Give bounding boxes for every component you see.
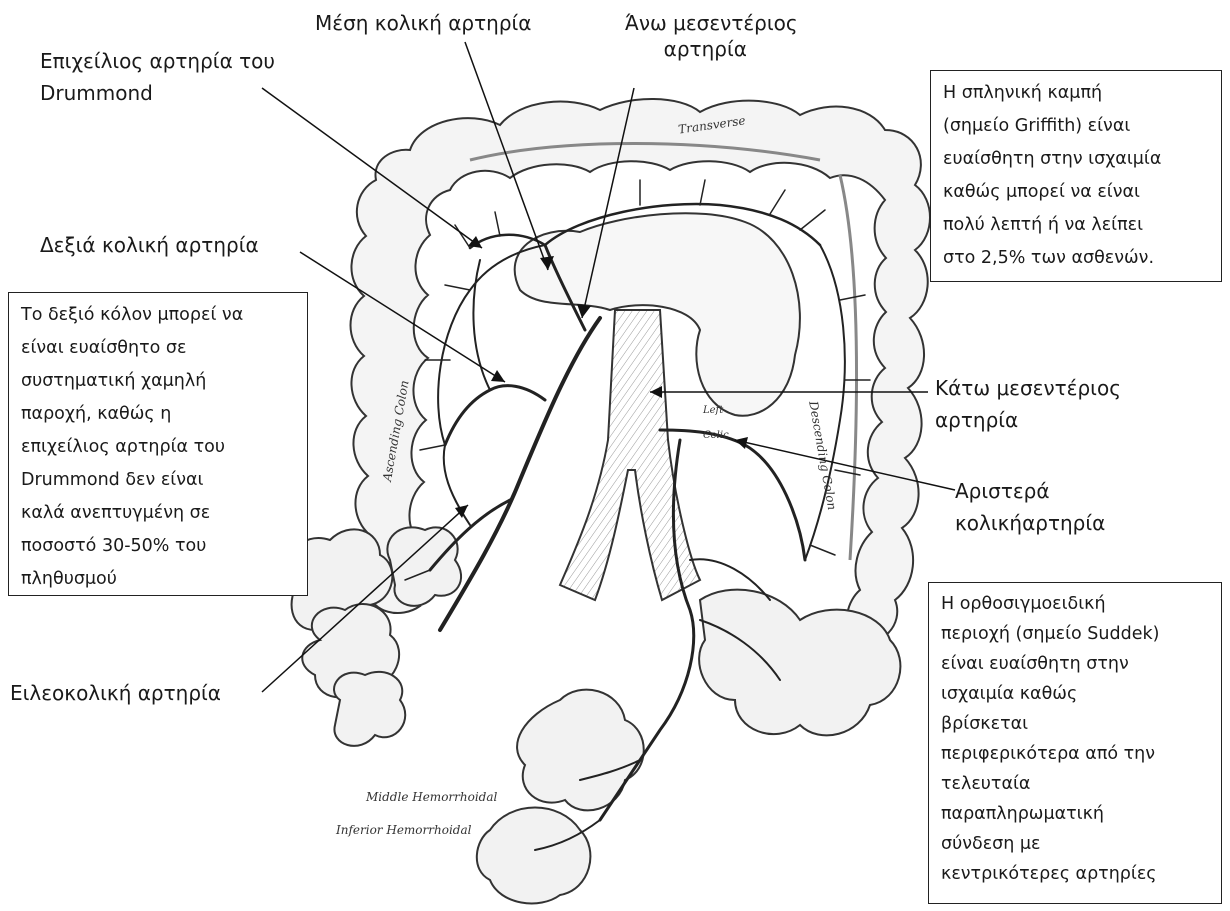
note-sudeck-line: τελευταία	[941, 769, 1211, 799]
label-left-colic-artery: Αριστερά κολικήαρτηρία	[955, 478, 1105, 536]
label-drummond-line-2: Drummond	[40, 80, 275, 106]
note-right-colon-line: ποσοστό 30-50% του	[21, 530, 297, 563]
figure-label-inferior-hemorrhoidal: Inferior Hemorrhoidal	[336, 823, 471, 837]
small-intestine	[292, 527, 462, 746]
note-griffith-line: ευαίσθητη στην ισχαιμία	[943, 143, 1211, 176]
note-griffith-line: στο 2,5% των ασθενών.	[943, 242, 1211, 275]
note-right-colon-line: καλά ανεπτυγμένη σε	[21, 497, 297, 530]
note-griffith-line: (σημείο Griffith) είναι	[943, 110, 1211, 143]
note-sudeck-line: περιοχή (σημείο Suddek)	[941, 619, 1211, 649]
note-right-colon: Το δεξιό κόλον μπορεί να είναι ευαίσθητο…	[8, 292, 308, 596]
descending-tenia	[840, 175, 857, 560]
note-right-colon-line: συστηματική χαμηλή	[21, 365, 297, 398]
note-griffith-point: Η σπληνική καμπή (σημείο Griffith) είναι…	[930, 70, 1222, 282]
label-left-colic-line-2: κολικήαρτηρία	[955, 510, 1105, 536]
note-sudeck-line: Η ορθοσιγμοειδική	[941, 589, 1211, 619]
note-sudeck-line: σύνδεση με	[941, 829, 1211, 859]
label-inferior-mesenteric-artery: Κάτω μεσεντέριος αρτηρία	[935, 375, 1121, 433]
label-left-colic-line-1: Αριστερά	[955, 478, 1105, 504]
label-right-colic-artery: Δεξιά κολική αρτηρία	[40, 232, 259, 258]
label-ileocolic-artery: Ειλεοκολική αρτηρία	[10, 680, 221, 706]
note-sudeck-line: είναι ευαίσθητη στην	[941, 649, 1211, 679]
label-middle-colic-artery: Μέση κολική αρτηρία	[315, 10, 531, 36]
note-sudeck-line: βρίσκεται	[941, 709, 1211, 739]
note-sudeck-line: παραπληρωματική	[941, 799, 1211, 829]
label-superior-mesenteric-line-1: Άνω μεσεντέριος	[625, 10, 798, 36]
note-griffith-line: Η σπληνική καμπή	[943, 77, 1211, 110]
note-right-colon-line: Drummond δεν είναι	[21, 464, 297, 497]
note-right-colon-line: πληθυσμού	[21, 563, 297, 596]
label-superior-mesenteric-line-2: αρτηρία	[613, 36, 798, 62]
figure-label-middle-hemorrhoidal: Middle Hemorrhoidal	[366, 790, 497, 804]
label-drummond-line-1: Επιχείλιος αρτηρία του	[40, 48, 275, 74]
figure-label-left: Left	[703, 405, 723, 416]
note-griffith-line: πολύ λεπτή ή να λείπει	[943, 209, 1211, 242]
note-sudeck-line: ισχαιμία καθώς	[941, 679, 1211, 709]
note-sudeck-point: Η ορθοσιγμοειδική περιοχή (σημείο Suddek…	[928, 582, 1222, 904]
note-griffith-line: καθώς μπορεί να είναι	[943, 176, 1211, 209]
label-inferior-mesenteric-line-1: Κάτω μεσεντέριος	[935, 375, 1121, 401]
label-superior-mesenteric-artery: Άνω μεσεντέριος αρτηρία	[625, 10, 798, 62]
note-right-colon-line: είναι ευαίσθητο σε	[21, 332, 297, 365]
sigmoid-rectum	[477, 590, 901, 904]
label-drummond-artery: Επιχείλιος αρτηρία του Drummond	[40, 48, 275, 106]
note-sudeck-line: κεντρικότερες αρτηρίες	[941, 859, 1211, 889]
note-right-colon-line: επιχείλιος αρτηρία του	[21, 431, 297, 464]
note-right-colon-line: Το δεξιό κόλον μπορεί να	[21, 299, 297, 332]
note-right-colon-line: παροχή, καθώς η	[21, 398, 297, 431]
figure-label-colic: Colic	[703, 430, 729, 441]
note-sudeck-line: περιφερικότερα από την	[941, 739, 1211, 769]
label-inferior-mesenteric-line-2: αρτηρία	[935, 407, 1121, 433]
